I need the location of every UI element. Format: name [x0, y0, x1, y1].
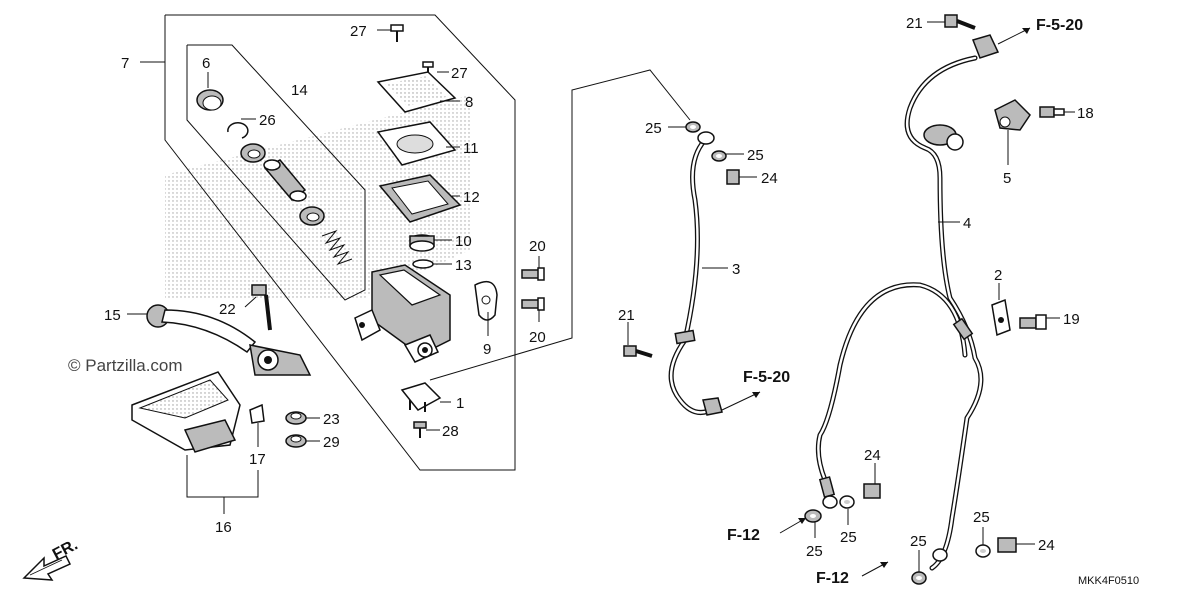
callout-6: 6 [202, 55, 210, 72]
callout-17: 17 [249, 451, 266, 468]
callout-23: 23 [323, 411, 340, 428]
callout-3: 3 [732, 261, 740, 278]
callout-13: 13 [455, 257, 472, 274]
pivot-bolt-22 [251, 284, 272, 331]
callout-25-bottom: 25 [910, 533, 927, 550]
callout-20-upper: 20 [529, 238, 546, 255]
brake-hose-3 [668, 131, 723, 416]
ref-arrow-f12-bottom [861, 561, 889, 577]
bolt-19 [1019, 314, 1047, 330]
group-outline-7 [164, 14, 516, 471]
brake-hose-loop [815, 282, 974, 509]
switch-1 [400, 382, 442, 412]
callout-2: 2 [994, 267, 1002, 284]
callout-25-left-b: 25 [840, 529, 857, 546]
callout-27-small: 27 [451, 65, 468, 82]
bolt-20-lower [521, 297, 545, 311]
washer-25-lower [711, 150, 727, 162]
bolt-20-upper [521, 267, 545, 281]
callout-22: 22 [219, 301, 236, 318]
callout-27-top: 27 [350, 23, 367, 40]
callout-9: 9 [483, 341, 491, 358]
brake-hose-4 [904, 34, 1000, 571]
callout-11: 11 [463, 140, 479, 157]
callout-21-lower: 21 [618, 307, 635, 324]
callout-26: 26 [259, 112, 276, 129]
callout-14: 14 [291, 82, 308, 99]
callout-29: 29 [323, 434, 340, 451]
callout-4: 4 [963, 215, 971, 232]
nut-23 [285, 411, 307, 425]
ref-f-12-bottom: F-12 [816, 570, 849, 587]
bolt-18 [1039, 106, 1065, 118]
three-way-joint-5 [923, 99, 1031, 151]
callout-20-lower: 20 [529, 329, 546, 346]
ref-f-5-20-top: F-5-20 [1036, 17, 1083, 34]
callout-28: 28 [442, 423, 459, 440]
callout-25-right: 25 [973, 509, 990, 526]
washer-25-left-a [804, 509, 822, 523]
callout-7: 7 [121, 55, 129, 72]
lever-cover-16 [131, 371, 241, 453]
group-outline-14 [186, 44, 366, 301]
front-arrow-icon [22, 555, 72, 581]
ref-arrow-f12-left [779, 517, 807, 534]
ref-arrow-top [997, 27, 1031, 45]
callout-24-right: 24 [1038, 537, 1055, 554]
banjo-bolt-24-mid [863, 483, 881, 499]
callout-25-left-a: 25 [806, 543, 823, 560]
callout-25-hose3-lower: 25 [747, 147, 764, 164]
callout-25-hose3-upper: 25 [645, 120, 662, 137]
callout-5: 5 [1003, 170, 1011, 187]
callout-15: 15 [104, 307, 121, 324]
callout-21-top: 21 [906, 15, 923, 32]
clip-17 [249, 403, 265, 424]
callout-16: 16 [215, 519, 232, 536]
callout-12: 12 [463, 189, 480, 206]
screw-28 [413, 421, 427, 438]
callout-8: 8 [465, 94, 473, 111]
holder-9 [474, 280, 498, 321]
watermark: © Partzilla.com [68, 356, 183, 375]
callout-1: 1 [456, 395, 464, 412]
callout-24-mid: 24 [864, 447, 881, 464]
spring [321, 229, 353, 266]
washer-25-bottom [911, 571, 927, 585]
leader-lines [127, 21, 1075, 572]
callout-10: 10 [455, 233, 472, 250]
float-10 [409, 234, 435, 252]
piston-kit [240, 143, 325, 226]
ref-f-5-20-mid: F-5-20 [743, 369, 790, 386]
hose-clamp-2 [991, 298, 1011, 337]
screw-27-top [390, 24, 404, 42]
circlip-13 [412, 259, 434, 269]
callout-24-upper: 24 [761, 170, 778, 187]
bolt-21-top [944, 14, 976, 30]
master-cylinder-body [354, 264, 451, 363]
banjo-bolt-24-right [997, 537, 1017, 553]
brake-lever-15 [146, 304, 312, 376]
ref-f-12-left: F-12 [727, 527, 760, 544]
bolt-21-lower [623, 345, 653, 358]
snap-ring-26 [227, 122, 249, 139]
callout-18: 18 [1077, 105, 1094, 122]
ref-arrow-mid [721, 391, 761, 411]
front-label: FR. [50, 536, 81, 563]
nut-29 [285, 434, 307, 448]
callout-19: 19 [1063, 311, 1080, 328]
banjo-bolt-24-upper [726, 169, 740, 185]
diagram-code: MKK4F0510 [1078, 575, 1139, 587]
washer-25-upper [685, 121, 701, 133]
boot-6 [196, 89, 224, 111]
washer-25-left-b [839, 495, 855, 509]
leader-3-bracket [429, 69, 691, 381]
washer-25-right [975, 544, 991, 558]
